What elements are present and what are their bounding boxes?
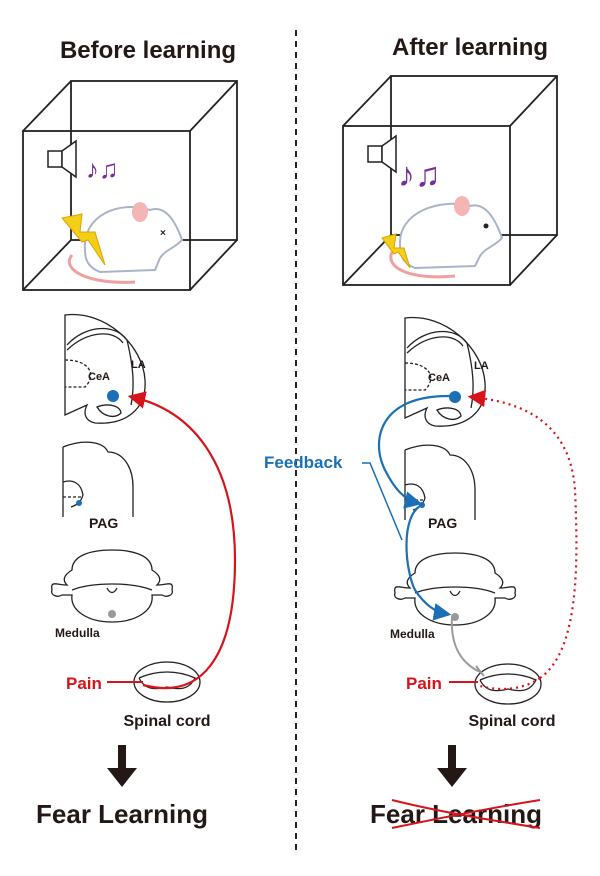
cea-dot <box>107 390 119 402</box>
down-arrow-icon <box>107 745 137 787</box>
pag-label: PAG <box>428 515 457 531</box>
music-notes-icon: ♪♫ <box>398 156 441 194</box>
down-arrow-icon <box>437 745 467 787</box>
before-title: Before learning <box>60 37 236 64</box>
spinal-cord-label: Spinal cord <box>468 713 555 730</box>
shock-icon <box>381 233 411 269</box>
medulla-section <box>50 549 174 623</box>
mouse-icon <box>389 196 504 279</box>
before-learning-panel: Before learning ♪♫ × CeA LA PAG Medulla … <box>22 37 238 829</box>
medulla-label: Medulla <box>55 626 100 640</box>
cea-label: CeA <box>428 372 450 384</box>
spinal-cord-section <box>474 663 542 705</box>
pain-label: Pain <box>66 674 102 693</box>
music-notes-icon: ♪♫ <box>86 154 119 184</box>
pain-pathway-arrow <box>127 391 237 690</box>
fear-learning-label: Fear Learning <box>36 799 208 829</box>
shock-icon <box>61 213 106 266</box>
closed-eye-icon: × <box>160 228 166 239</box>
feedback-bracket <box>362 462 403 541</box>
spinal-cord-label: Spinal cord <box>123 713 210 730</box>
pain-label: Pain <box>406 674 442 693</box>
pag-to-medulla-feedback-arrow <box>405 503 452 621</box>
after-learning-panel: After learning ♪♫ CeA LA PAG Medulla Pai… <box>264 34 578 829</box>
medulla-section <box>393 552 517 626</box>
pag-section <box>62 441 134 518</box>
pag-dot <box>76 500 82 506</box>
descending-inhibition-line <box>450 616 485 677</box>
after-title: After learning <box>392 34 548 61</box>
la-label: LA <box>131 359 146 371</box>
mouse-icon: × <box>68 202 184 284</box>
cea-dot <box>449 391 461 403</box>
medulla-label: Medulla <box>390 627 435 641</box>
open-eye-icon <box>483 223 489 229</box>
suppressed-pain-pathway-arrow <box>467 389 578 679</box>
cross-out-mark <box>391 799 541 829</box>
cea-to-pag-feedback-arrow <box>377 394 451 509</box>
suppressed-pain-origin <box>479 677 541 691</box>
la-label: LA <box>474 360 489 372</box>
pag-label: PAG <box>89 515 118 531</box>
feedback-label: Feedback <box>264 453 343 472</box>
cea-label: CeA <box>88 371 110 383</box>
